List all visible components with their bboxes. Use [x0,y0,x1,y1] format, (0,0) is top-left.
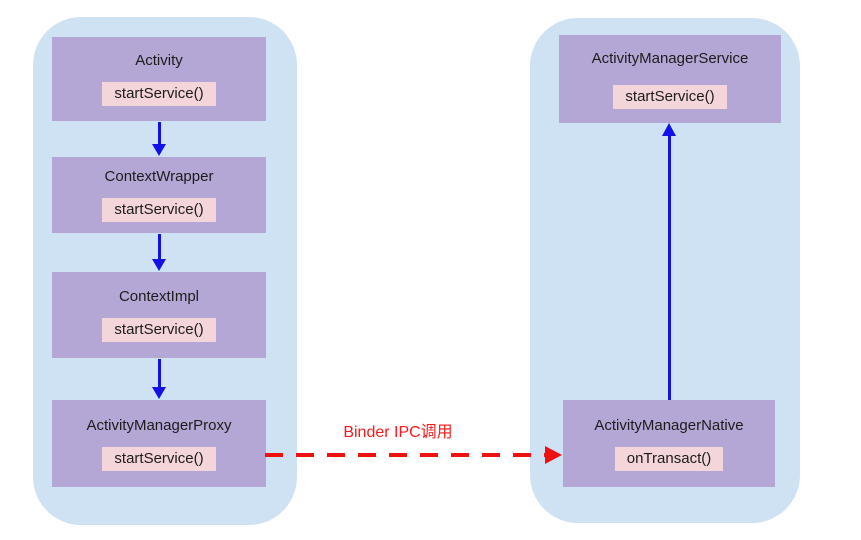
arrowhead-right-icon [545,446,562,464]
class-title: ContextImpl [118,288,200,305]
method-chip: onTransact() [614,446,724,471]
arrowhead-up-icon [662,123,676,136]
arrowhead-down-icon [152,387,166,399]
arrow-contextimpl-to-activitymanagerproxy [157,359,161,388]
class-title: ActivityManagerProxy [86,416,232,434]
class-box-activitymanagerservice: ActivityManagerService startService() [559,35,781,123]
class-box-activitymanagerproxy: ActivityManagerProxy startService() [52,400,266,487]
class-box-contextwrapper: ContextWrapper startService() [52,157,266,233]
binder-ipc-dashed-arrow [265,453,545,457]
method-chip: startService() [102,318,216,342]
class-title: ActivityManagerService [591,49,749,67]
arrow-activitymanagernative-to-activitymanagerservice [667,135,671,400]
class-title: ContextWrapper [104,168,214,185]
class-box-activitymanagernative: ActivityManagerNative onTransact() [563,400,775,487]
method-chip: startService() [102,82,216,106]
method-chip: startService() [613,84,727,109]
method-chip: startService() [102,446,216,471]
class-box-contextimpl: ContextImpl startService() [52,272,266,358]
arrowhead-down-icon [152,144,166,156]
class-box-activity: Activity startService() [52,37,266,121]
arrow-activity-to-contextwrapper [157,122,161,145]
arrowhead-down-icon [152,259,166,271]
binder-ipc-label: Binder IPC调用 [343,424,453,441]
arrow-contextwrapper-to-contextimpl [157,234,161,260]
class-title: ActivityManagerNative [594,416,744,434]
class-title: Activity [135,52,183,69]
method-chip: startService() [102,198,216,222]
